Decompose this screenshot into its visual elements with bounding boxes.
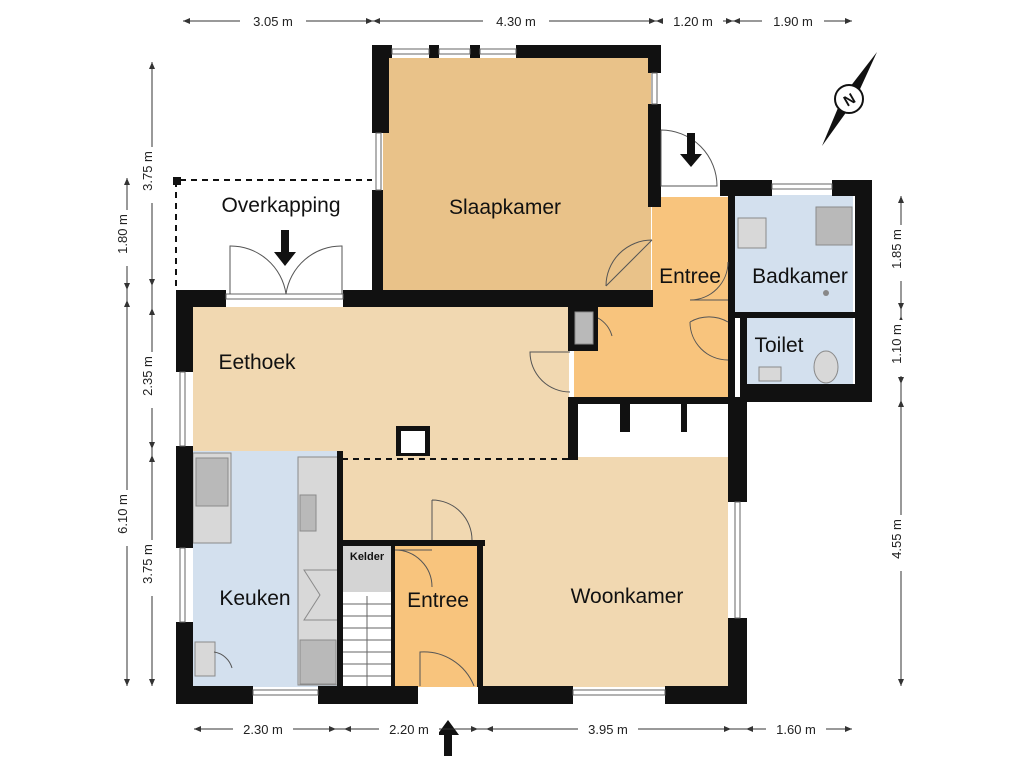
dim-bottom-4: 1.60 m bbox=[776, 722, 816, 737]
slaapkamer-fill bbox=[383, 58, 651, 290]
kitchen-cabinet bbox=[194, 641, 216, 677]
entree-top-arrow-icon bbox=[680, 133, 702, 167]
dim-left-inner-1: 3.75 m bbox=[140, 151, 155, 191]
hallway-strip-fill bbox=[578, 404, 728, 457]
dim-bottom-2: 2.20 m bbox=[389, 722, 429, 737]
dim-left-inner-2: 2.35 m bbox=[140, 356, 155, 396]
room-labels: Slaapkamer Overkapping Entree Badkamer T… bbox=[218, 194, 847, 612]
washbasin bbox=[737, 217, 767, 249]
label-overkapping: Overkapping bbox=[221, 194, 340, 217]
dim-top-1: 3.05 m bbox=[253, 14, 293, 29]
dim-right-2: 1.10 m bbox=[889, 324, 904, 364]
overkapping-outline bbox=[175, 179, 372, 286]
entree-top-fill-lower bbox=[574, 307, 728, 397]
walls bbox=[176, 45, 872, 704]
toilet-bowl bbox=[813, 350, 839, 384]
bathroom-fixtures bbox=[737, 206, 853, 384]
sink-left bbox=[195, 457, 229, 507]
fridge bbox=[299, 639, 337, 685]
dim-left-inner-3: 3.75 m bbox=[140, 544, 155, 584]
dim-right-3: 4.55 m bbox=[889, 519, 904, 559]
dim-top-2: 4.30 m bbox=[496, 14, 536, 29]
hood bbox=[303, 569, 339, 621]
drain bbox=[823, 290, 829, 296]
label-slaapkamer: Slaapkamer bbox=[449, 196, 561, 219]
label-kelder: Kelder bbox=[350, 551, 385, 563]
kelder-fill bbox=[343, 546, 391, 592]
compass-ring bbox=[834, 84, 864, 114]
label-woonkamer: Woonkamer bbox=[571, 585, 684, 608]
label-toilet: Toilet bbox=[754, 334, 803, 357]
label-badkamer: Badkamer bbox=[752, 265, 848, 288]
label-eethoek: Eethoek bbox=[218, 351, 296, 374]
label-entree-top: Entree bbox=[659, 265, 721, 288]
windows bbox=[179, 48, 833, 696]
label-entree-bottom: Entree bbox=[407, 589, 469, 612]
compass: N bbox=[822, 52, 877, 146]
dim-left-outer-2: 6.10 m bbox=[115, 494, 130, 534]
front-door-arrow-icon bbox=[437, 720, 459, 756]
stove bbox=[299, 494, 317, 532]
dim-top-3: 1.20 m bbox=[673, 14, 713, 29]
dimension-labels: 3.05 m 4.30 m 1.20 m 1.90 m 2.30 m 2.20 … bbox=[115, 12, 910, 738]
dim-bottom-1: 2.30 m bbox=[243, 722, 283, 737]
dashed-lines bbox=[173, 177, 570, 460]
eethoek-fill bbox=[193, 307, 569, 457]
dim-right-1: 1.85 m bbox=[889, 229, 904, 269]
dim-left-outer-1: 1.80 m bbox=[115, 214, 130, 254]
entree-top-fill bbox=[652, 197, 728, 307]
overkapping-post bbox=[173, 177, 181, 185]
dim-bottom-3: 3.95 m bbox=[588, 722, 628, 737]
dim-top-4: 1.90 m bbox=[773, 14, 813, 29]
label-keuken: Keuken bbox=[219, 587, 290, 610]
bathtub bbox=[815, 206, 853, 246]
toilet-sink bbox=[758, 366, 782, 382]
entree-bottom-fill bbox=[393, 546, 477, 687]
overkapping-arrow-icon bbox=[274, 230, 296, 266]
kitchen-counters bbox=[192, 452, 339, 686]
doors bbox=[213, 129, 729, 687]
stairs bbox=[343, 596, 391, 686]
